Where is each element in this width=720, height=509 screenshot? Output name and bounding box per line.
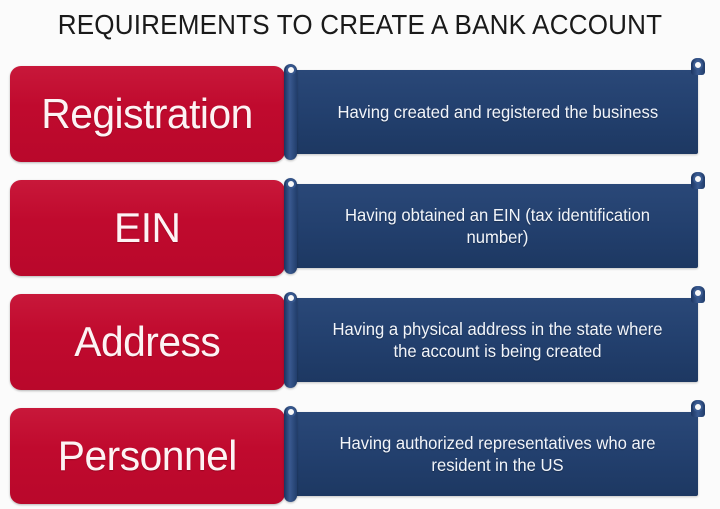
scroll-curl-right-icon — [693, 60, 703, 70]
scroll-curl-left-icon — [286, 293, 296, 303]
requirement-description-text: Having a physical address in the state w… — [332, 319, 663, 361]
requirement-row: EIN Having obtained an EIN (tax identifi… — [0, 172, 720, 276]
requirement-label-chip: EIN — [10, 180, 285, 276]
requirement-banner: Having obtained an EIN (tax identificati… — [284, 172, 705, 274]
requirement-label-chip: Personnel — [10, 408, 285, 504]
requirement-banner-body: Having created and registered the busine… — [293, 70, 698, 154]
requirement-description-text: Having authorized representatives who ar… — [339, 433, 656, 475]
scroll-roll-left-icon — [284, 178, 297, 274]
scroll-curl-right-icon — [693, 288, 703, 298]
requirement-label-text: EIN — [114, 204, 181, 251]
scroll-curl-right-icon — [693, 174, 703, 184]
requirement-banner-body: Having authorized representatives who ar… — [293, 412, 698, 496]
scroll-roll-left-icon — [284, 406, 297, 502]
requirement-banner: Having a physical address in the state w… — [284, 286, 705, 388]
requirement-description-text: Having created and registered the busine… — [337, 102, 658, 122]
requirement-label-chip: Registration — [10, 66, 285, 162]
requirement-banner: Having created and registered the busine… — [284, 58, 705, 160]
scroll-roll-left-icon — [284, 292, 297, 388]
page-title: REQUIREMENTS TO CREATE A BANK ACCOUNT — [57, 9, 663, 40]
requirement-description-text: Having obtained an EIN (tax identificati… — [345, 205, 650, 247]
scroll-curl-right-icon — [693, 402, 703, 412]
requirement-banner: Having authorized representatives who ar… — [284, 400, 705, 502]
requirement-banner-body: Having a physical address in the state w… — [293, 298, 698, 382]
scroll-roll-left-icon — [284, 64, 297, 160]
requirement-row: Address Having a physical address in the… — [0, 286, 720, 390]
requirement-label-chip: Address — [10, 294, 285, 390]
requirement-row: Personnel Having authorized representati… — [0, 400, 720, 504]
requirement-label-text: Personnel — [57, 432, 238, 479]
requirement-label-text: Registration — [41, 90, 254, 137]
scroll-curl-left-icon — [286, 179, 296, 189]
scroll-curl-left-icon — [286, 407, 296, 417]
requirement-label-text: Address — [74, 318, 221, 365]
requirement-banner-body: Having obtained an EIN (tax identificati… — [293, 184, 698, 268]
scroll-curl-left-icon — [286, 65, 296, 75]
requirement-row: Registration Having created and register… — [0, 58, 720, 162]
